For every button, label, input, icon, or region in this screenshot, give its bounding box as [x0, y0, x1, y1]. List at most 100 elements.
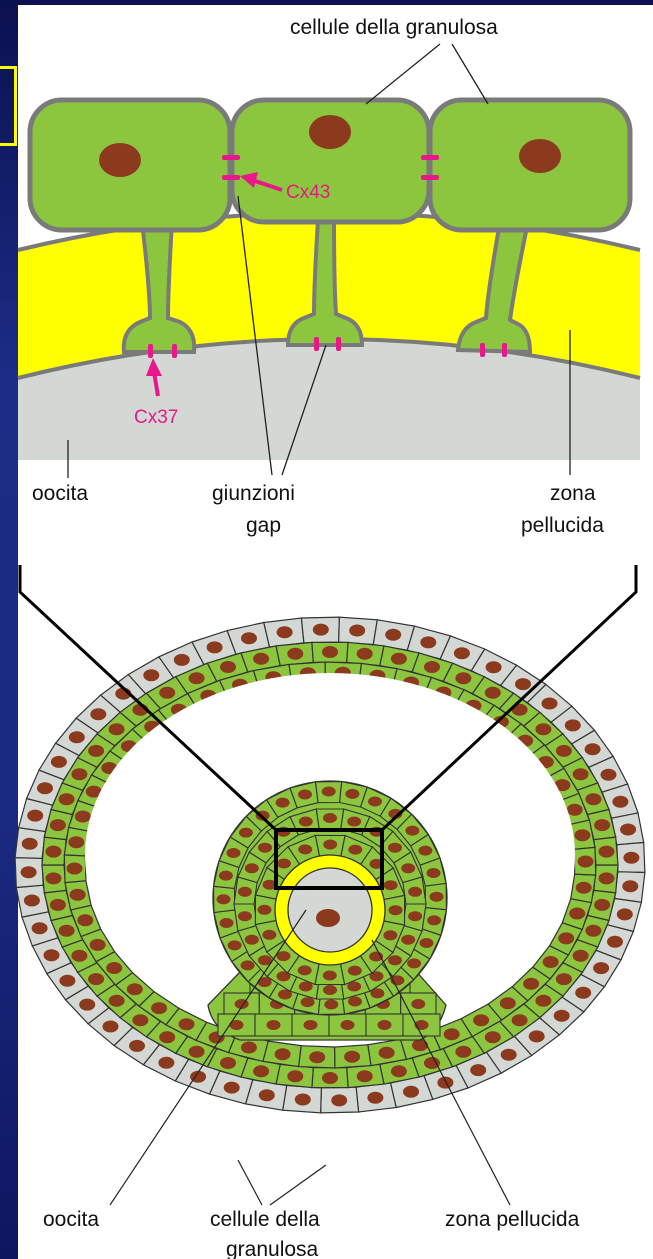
- cell-nucleus: [298, 844, 312, 854]
- cell-nucleus: [224, 1082, 240, 1094]
- cell-nucleus: [512, 1014, 528, 1026]
- cell-nucleus: [217, 894, 231, 904]
- follicle-view: oocita cellule della granulosa zona pell…: [15, 565, 645, 1259]
- cell-nucleus: [383, 930, 397, 940]
- cell-nucleus: [348, 966, 362, 976]
- nucleus: [99, 143, 141, 177]
- cell-nucleus: [322, 646, 338, 658]
- cell-nucleus: [357, 648, 373, 660]
- cell-nucleus: [593, 962, 609, 974]
- cell-nucleus: [573, 768, 589, 780]
- cell-nucleus: [345, 789, 359, 799]
- cell-nucleus: [159, 687, 175, 699]
- cell-nucleus: [287, 1070, 303, 1082]
- cell-nucleus: [259, 1089, 275, 1101]
- cell-nucleus: [567, 804, 583, 816]
- cell-nucleus: [32, 922, 48, 934]
- cell-nucleus: [238, 911, 252, 921]
- cell-nucleus: [151, 1002, 167, 1014]
- label-granulosa-top: cellule della granulosa: [290, 16, 498, 39]
- cell-nucleus: [179, 1018, 195, 1030]
- cell-nucleus: [408, 911, 422, 921]
- cell-nucleus: [79, 999, 95, 1011]
- gap-junction-cx37: [480, 343, 485, 357]
- label-gap: gap: [246, 514, 281, 537]
- label-giunzioni: giunzioni: [212, 482, 295, 505]
- cell-nucleus: [275, 1048, 291, 1060]
- cell-nucleus: [59, 975, 75, 987]
- cell-nucleus: [407, 958, 421, 968]
- label-granulosa-bottom-2: granulosa: [226, 1238, 319, 1259]
- gap-junction-cx43: [421, 155, 439, 160]
- cell-nucleus: [262, 930, 276, 940]
- cell-nucleus: [313, 624, 329, 636]
- cell-nucleus: [485, 687, 501, 699]
- cell-nucleus: [486, 661, 502, 673]
- cell-nucleus: [298, 790, 312, 800]
- cell-nucleus: [388, 955, 402, 965]
- cell-nucleus: [27, 810, 43, 822]
- cell-nucleus: [427, 868, 441, 878]
- cell-nucleus: [543, 956, 559, 968]
- cell-nucleus: [50, 899, 66, 911]
- cell-nucleus: [405, 826, 419, 836]
- cell-nucleus: [323, 813, 337, 823]
- cell-nucleus: [556, 745, 572, 757]
- cell-nucleus: [276, 798, 290, 808]
- cell-nucleus: [298, 965, 312, 975]
- cell-nucleus: [485, 1031, 501, 1043]
- cell-nucleus: [576, 882, 592, 894]
- cell-nucleus: [258, 843, 272, 853]
- cell-nucleus: [427, 915, 441, 925]
- cell-nucleus: [601, 769, 617, 781]
- cell-nucleus: [578, 856, 594, 868]
- cell-nucleus: [368, 797, 382, 807]
- cell-nucleus: [277, 859, 291, 869]
- cell-nucleus: [403, 1086, 419, 1098]
- oocyte-nucleus: [316, 909, 340, 927]
- label-zona-pellucida-bottom: zona pellucida: [445, 1208, 580, 1231]
- cell-nucleus: [44, 949, 60, 961]
- cell-nucleus: [473, 1014, 489, 1026]
- nucleus: [309, 115, 351, 149]
- cell-nucleus: [455, 1046, 471, 1058]
- cell-nucleus: [622, 880, 638, 892]
- cell-nucleus: [241, 1042, 257, 1054]
- cell-nucleus: [277, 626, 293, 638]
- detail-view: cellule della granulosa Cx43 Cx37 oocita…: [18, 16, 640, 537]
- cell-nucleus: [103, 1021, 119, 1033]
- cell-nucleus: [501, 1049, 517, 1061]
- cell-nucleus: [70, 889, 86, 901]
- cell-nucleus: [51, 756, 67, 768]
- cell-nucleus: [408, 887, 422, 897]
- cell-nucleus: [241, 960, 255, 970]
- cell-nucleus: [207, 641, 223, 653]
- label-cx43: Cx43: [286, 182, 330, 203]
- cell-nucleus: [295, 1094, 311, 1106]
- cell-nucleus: [523, 978, 539, 990]
- cell-nucleus: [420, 938, 434, 948]
- cell-nucleus: [71, 950, 87, 962]
- cell-nucleus: [594, 899, 610, 911]
- cell-nucleus: [90, 939, 106, 951]
- cell-nucleus: [158, 1057, 174, 1069]
- cell-nucleus: [69, 731, 85, 743]
- cell-nucleus: [267, 1020, 281, 1030]
- cell-nucleus: [277, 951, 291, 961]
- cell-nucleus: [77, 914, 93, 926]
- cell-nucleus: [75, 811, 91, 823]
- gap-junction-cx43: [421, 175, 439, 180]
- cell-nucleus: [219, 871, 233, 881]
- cell-nucleus: [258, 905, 272, 915]
- cell-nucleus: [367, 1092, 383, 1104]
- cell-nucleus: [106, 962, 122, 974]
- cell-nucleus: [129, 1040, 145, 1052]
- cell-nucleus: [558, 932, 574, 944]
- cell-nucleus: [585, 793, 601, 805]
- cell-nucleus: [299, 817, 313, 827]
- cell-nucleus: [388, 843, 402, 853]
- cell-nucleus: [389, 905, 403, 915]
- cell-nucleus: [542, 698, 558, 710]
- label-zona: zona: [550, 482, 596, 505]
- cell-nucleus: [574, 829, 590, 841]
